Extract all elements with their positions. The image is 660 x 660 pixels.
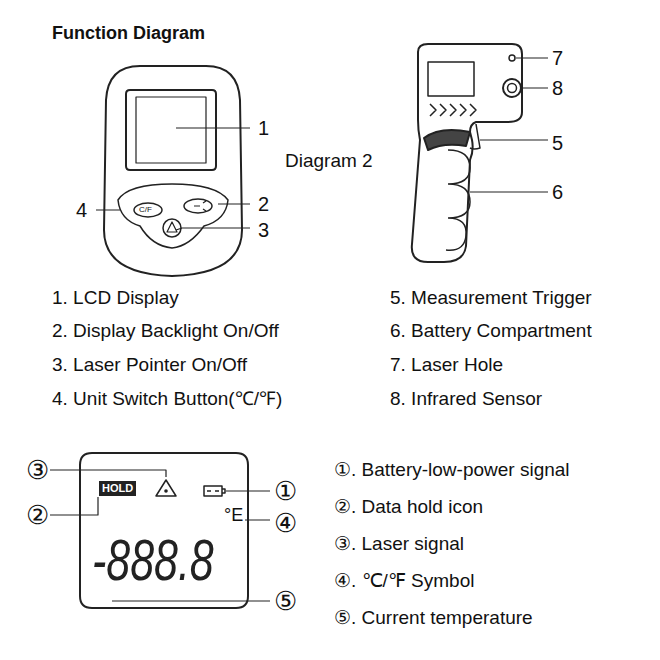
callout-number: 3: [258, 220, 269, 240]
display-symbol: C/F: [139, 206, 152, 214]
part-list-item: 6. Battery Compartment: [390, 321, 592, 340]
callout-number: 5: [552, 133, 563, 153]
diagram-label: Diagram 2: [285, 151, 373, 170]
callout-number: ④: [274, 510, 297, 536]
callout-number: 7: [552, 48, 563, 68]
callout-number: 1: [258, 118, 269, 138]
part-list-item: 5. Measurement Trigger: [390, 288, 592, 307]
part-list-item: 4. Unit Switch Button(℃/℉): [52, 389, 282, 408]
display-list-item: ⑤. Current temperature: [334, 608, 533, 627]
callout-number: 6: [552, 182, 563, 202]
diagram-title: Function Diagram: [52, 24, 205, 42]
callout-number: 4: [76, 200, 87, 220]
display-symbol: °E: [224, 506, 243, 524]
part-list-item: 2. Display Backlight On/Off: [52, 321, 279, 340]
display-symbol: -888.8: [92, 531, 214, 589]
callout-number: ③: [26, 457, 49, 483]
callout-number: ①: [274, 478, 297, 504]
display-symbol: HOLD: [99, 481, 136, 496]
display-list-item: ④. ℃/℉ Symbol: [334, 571, 474, 590]
display-list-item: ③. Laser signal: [334, 534, 464, 553]
display-list-item: ②. Data hold icon: [334, 497, 483, 516]
display-list-item: ①. Battery-low-power signal: [334, 460, 570, 479]
part-list-item: 1. LCD Display: [52, 288, 179, 307]
part-list-item: 8. Infrared Sensor: [390, 389, 542, 408]
callout-number: 2: [258, 194, 269, 214]
part-list-item: 3. Laser Pointer On/Off: [52, 355, 247, 374]
callout-number: 8: [552, 78, 563, 98]
callout-number: ⑤: [274, 588, 297, 614]
part-list-item: 7. Laser Hole: [390, 355, 503, 374]
callout-number: ②: [26, 502, 49, 528]
